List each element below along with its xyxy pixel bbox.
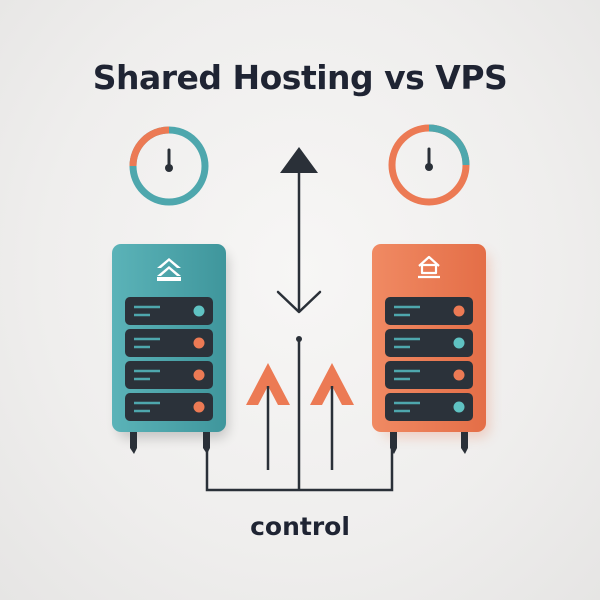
scale-arrow-icon <box>276 147 322 314</box>
connector-lines <box>205 336 394 492</box>
right-gauge-icon <box>388 124 470 206</box>
drive-bay <box>385 329 473 357</box>
caption-label: control <box>250 512 350 541</box>
shared-hosting-server <box>112 244 228 454</box>
drive-bay <box>125 361 213 389</box>
page-title: Shared Hosting vs VPS <box>92 58 508 97</box>
drive-bay <box>385 361 473 389</box>
left-gauge-icon <box>129 126 209 206</box>
drive-bay <box>125 297 213 325</box>
chevron-up-icon <box>157 258 181 281</box>
drive-bay <box>385 297 473 325</box>
up-arrow-icon <box>246 363 290 470</box>
up-arrow-icon <box>310 363 354 470</box>
drive-bay <box>385 393 473 421</box>
drive-bay <box>125 393 213 421</box>
vps-server <box>372 244 490 454</box>
drive-bay <box>125 329 213 357</box>
home-icon <box>418 255 440 279</box>
